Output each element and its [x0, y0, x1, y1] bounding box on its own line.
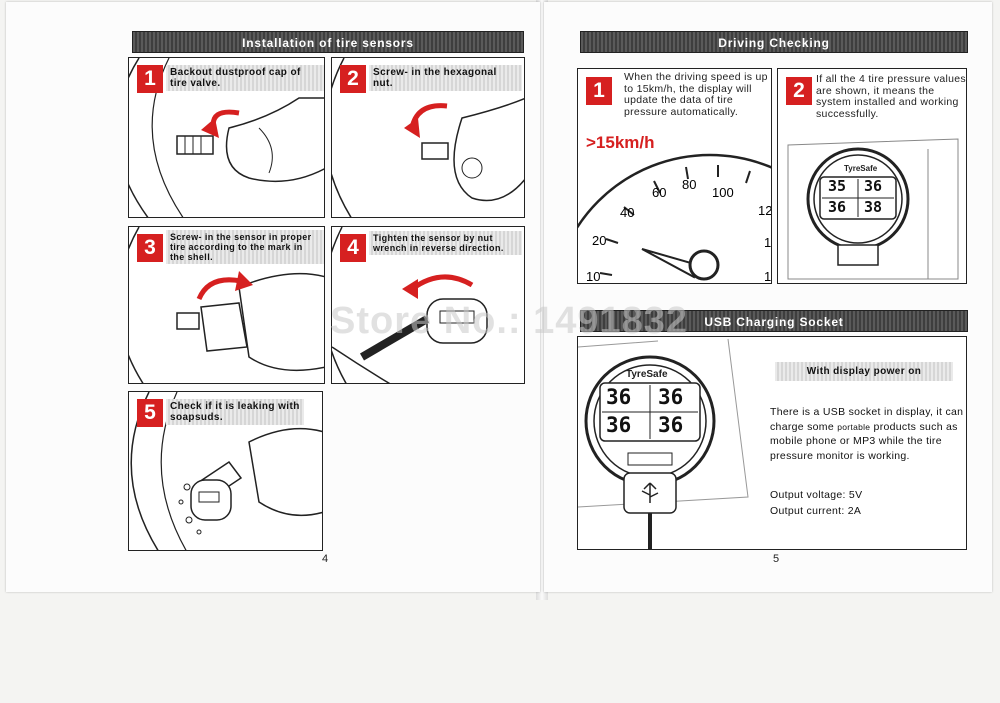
step-1-caption: Backout dustproof cap of tire valve. — [166, 65, 324, 91]
driving-step-1-number: 1 — [586, 77, 612, 105]
display-small-value-3: 36 — [828, 198, 847, 216]
dashboard-illustration — [787, 138, 959, 280]
driving-step-1-panel: 10 20 40 60 80 100 12 1 1 >15km/h — [577, 68, 772, 284]
speedo-tick-80: 80 — [682, 177, 696, 192]
display-large-value-1: 36 — [606, 385, 632, 409]
usb-panel: TyreSafe 36 36 36 36 With display power … — [577, 336, 967, 550]
page-number-right: 5 — [773, 553, 780, 565]
display-small-value-1: 35 — [828, 177, 847, 195]
display-large-value-4: 36 — [658, 413, 684, 437]
step-3-number: 3 — [137, 234, 163, 262]
step-1-number: 1 — [137, 65, 163, 93]
display-brand-small: TyreSafe — [844, 164, 878, 173]
store-watermark: Store No.: 1491832 — [330, 300, 689, 342]
step-4-caption: Tighten the sensor by nut wrench in reve… — [369, 231, 522, 255]
speedo-tick-140: 1 — [764, 235, 771, 250]
section-header-installation: Installation of tire sensors — [132, 31, 524, 53]
usb-description: There is a USB socket in display, it can… — [770, 405, 965, 463]
step-5-caption: Check if it is leaking with soapsuds. — [166, 399, 304, 425]
speedo-tick-60: 60 — [652, 185, 666, 200]
speedo-tick-10: 10 — [586, 269, 600, 284]
display-small-value-4: 38 — [864, 198, 883, 216]
display-brand-large: TyreSafe — [626, 369, 668, 380]
section-header-driving: Driving Checking — [580, 31, 968, 53]
section-header-usb: USB Charging Socket — [580, 310, 968, 332]
step-3-caption: Screw- in the sensor in proper tire acco… — [166, 230, 324, 264]
output-current: Output current: 2A — [770, 505, 862, 517]
speedo-tick-40: 40 — [620, 205, 634, 220]
page-right: Driving Checking 10 20 40 60 80 100 12 1… — [544, 2, 992, 592]
step-4-number: 4 — [340, 234, 366, 262]
usb-desc-part1: There is a USB socket in display, it can… — [770, 406, 964, 433]
display-large-value-3: 36 — [606, 413, 632, 437]
hex-nut-illustration — [332, 58, 524, 217]
speed-label: >15km/h — [586, 133, 655, 152]
nut-wrench-illustration — [332, 227, 488, 383]
display-small-value-2: 36 — [864, 177, 883, 195]
speedo-tick-120: 12 — [758, 203, 772, 218]
output-voltage: Output voltage: 5V — [770, 489, 863, 501]
sensor-screw-illustration — [129, 227, 324, 383]
step-2-caption: Screw- in the hexagonal nut. — [369, 65, 522, 91]
speedo-tick-160: 1 — [764, 269, 771, 284]
usb-desc-small: portable — [837, 421, 871, 432]
speedometer-illustration: 10 20 40 60 80 100 12 1 1 — [578, 153, 772, 284]
page-left: Installation of tire sensors 1 Backout d… — [6, 2, 540, 592]
speedo-tick-100: 100 — [712, 185, 734, 200]
display-large-value-2: 36 — [658, 385, 684, 409]
speedo-tick-20: 20 — [592, 233, 606, 248]
valve-cap-illustration — [129, 58, 324, 217]
driving-step-2-text: If all the 4 tire pressure values are sh… — [816, 73, 966, 120]
usb-display-illustration — [578, 338, 749, 549]
page-number-left: 4 — [322, 553, 329, 565]
driving-step-2-panel: TyreSafe 35 36 36 38 — [777, 68, 967, 284]
driving-step-2-number: 2 — [786, 77, 812, 105]
step-2-number: 2 — [340, 65, 366, 93]
usb-badge: With display power on — [775, 362, 953, 381]
driving-step-1-text: When the driving speed is up to 15km/h, … — [624, 71, 768, 118]
usb-desc-part2: products such as mobile phone or MP3 whi… — [770, 420, 958, 462]
step-5-number: 5 — [137, 399, 163, 427]
